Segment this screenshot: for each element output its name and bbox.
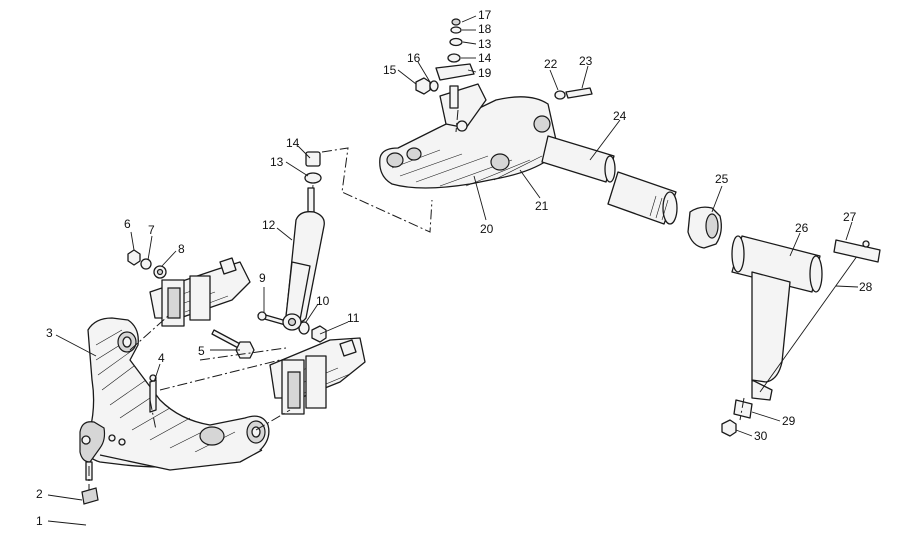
part-label-5: 5 xyxy=(198,344,205,358)
part-label-29: 29 xyxy=(782,414,796,428)
part-label-10: 10 xyxy=(316,294,330,308)
part-label-18: 18 xyxy=(478,22,492,36)
shock-absorber xyxy=(282,151,325,331)
part-label-27: 27 xyxy=(843,210,857,224)
upper-control-arm xyxy=(379,83,557,189)
part-label-17: 17 xyxy=(478,8,492,22)
part-label-6: 6 xyxy=(124,217,131,231)
part-label-13-upper: 13 xyxy=(478,37,492,51)
sleeve-26 xyxy=(731,235,823,293)
crossmember-bracket-right xyxy=(269,337,366,415)
part-label-25: 25 xyxy=(715,172,729,186)
part-label-20: 20 xyxy=(480,222,494,236)
bolt-22-23 xyxy=(554,87,593,100)
upper-stud-stack xyxy=(415,18,475,95)
lower-control-arm xyxy=(83,317,270,471)
part-label-7: 7 xyxy=(148,223,155,237)
fasteners-left xyxy=(127,249,327,413)
anchor-lever-28 xyxy=(751,251,861,401)
part-label-30: 30 xyxy=(754,429,768,443)
leader-lines xyxy=(47,15,859,526)
part-label-15: 15 xyxy=(383,63,397,77)
part-label-14-shock: 14 xyxy=(286,136,300,150)
part-label-1: 1 xyxy=(36,514,43,528)
part-label-26: 26 xyxy=(795,221,809,235)
ball-joint xyxy=(79,421,126,505)
part-label-12: 12 xyxy=(262,218,276,232)
part-label-8: 8 xyxy=(178,242,185,256)
part-label-9: 9 xyxy=(259,271,266,285)
part-label-14-upper: 14 xyxy=(478,51,492,65)
seal-25 xyxy=(687,206,722,249)
plate-27 xyxy=(833,239,881,263)
part-label-13-shock: 13 xyxy=(270,155,284,169)
part-label-22: 22 xyxy=(544,57,558,71)
alignment-lines xyxy=(88,109,745,490)
part-label-16: 16 xyxy=(407,51,421,65)
part-label-24: 24 xyxy=(613,109,627,123)
bolt-29-nut-30 xyxy=(721,399,753,437)
part-label-21: 21 xyxy=(535,199,549,213)
part-label-19: 19 xyxy=(478,66,492,80)
cross-shaft xyxy=(541,135,678,225)
part-label-2: 2 xyxy=(36,487,43,501)
crossmember-bracket-left xyxy=(149,257,251,327)
part-label-23: 23 xyxy=(579,54,593,68)
part-label-3: 3 xyxy=(46,326,53,340)
part-label-11: 11 xyxy=(347,311,360,325)
part-label-4: 4 xyxy=(158,351,165,365)
part-label-28: 28 xyxy=(859,280,873,294)
